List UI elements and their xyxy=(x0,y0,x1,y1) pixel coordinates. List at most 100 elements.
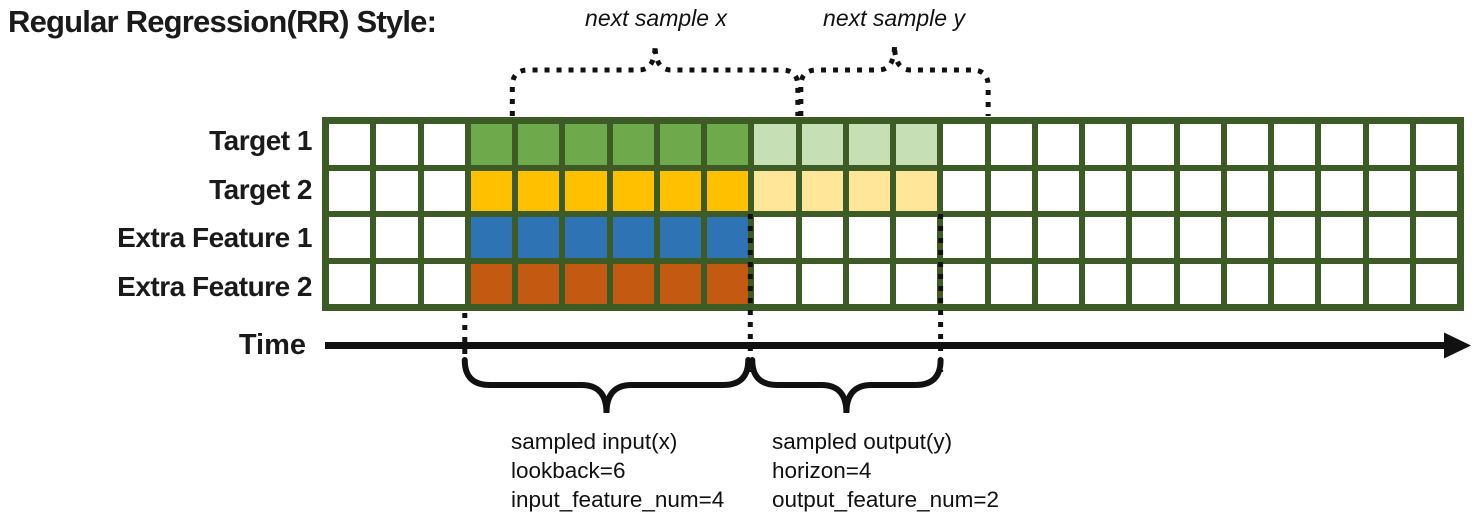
grid-cell xyxy=(565,124,607,165)
grid-cell xyxy=(1179,217,1221,258)
page-title: Regular Regression(RR) Style: xyxy=(8,4,437,39)
grid-cell xyxy=(754,217,796,258)
grid-cell xyxy=(518,124,560,165)
grid-cell xyxy=(848,124,890,165)
grid-cell xyxy=(423,124,465,165)
grid-cell xyxy=(1179,124,1221,165)
grid-cell xyxy=(612,263,654,304)
grid-cell xyxy=(1368,170,1410,211)
grid-cell xyxy=(943,263,985,304)
grid-cell xyxy=(1132,217,1174,258)
grid-cell xyxy=(896,124,938,165)
sampled-input-line1: sampled input(x) xyxy=(511,429,678,454)
grid-cell xyxy=(1321,124,1363,165)
grid-cell xyxy=(1132,124,1174,165)
grid-cell xyxy=(707,124,749,165)
grid-cell xyxy=(565,170,607,211)
grid-cell xyxy=(1037,263,1079,304)
grid-cell xyxy=(896,217,938,258)
grid-cell xyxy=(329,124,371,165)
grid-cell xyxy=(1368,263,1410,304)
grid-cell xyxy=(423,217,465,258)
next-sample-y-brace xyxy=(798,44,991,116)
grid-cell xyxy=(1415,263,1457,304)
sampled-input-brace xyxy=(461,357,752,414)
grid-cell xyxy=(1368,217,1410,258)
sampled-output-caption: sampled output(y) horizon=4 output_featu… xyxy=(772,427,999,514)
grid-cell xyxy=(848,217,890,258)
grid-cell xyxy=(376,263,418,304)
grid-cell xyxy=(470,217,512,258)
grid-cell xyxy=(518,170,560,211)
grid-cell xyxy=(612,170,654,211)
row-label-1: Target 1 xyxy=(209,125,312,157)
grid-cell xyxy=(565,263,607,304)
grid-cell xyxy=(1085,170,1127,211)
grid-cell xyxy=(1274,170,1316,211)
sampled-input-line2: lookback=6 xyxy=(511,458,626,483)
grid-cell xyxy=(801,263,843,304)
sampled-output-line2: horizon=4 xyxy=(772,458,872,483)
grid-cell xyxy=(659,217,701,258)
grid-cell xyxy=(329,170,371,211)
sampled-output-line3: output_feature_num=2 xyxy=(772,487,1000,512)
grid-cell xyxy=(1037,170,1079,211)
grid-cell xyxy=(943,124,985,165)
grid-cell xyxy=(376,124,418,165)
grid-cell xyxy=(1132,170,1174,211)
grid-cell xyxy=(376,170,418,211)
grid-cell xyxy=(1085,263,1127,304)
next-sample-x-brace xyxy=(509,44,801,116)
grid-cell xyxy=(1274,124,1316,165)
grid-cell xyxy=(754,170,796,211)
grid-cell xyxy=(423,170,465,211)
row-label-3: Extra Feature 1 xyxy=(117,222,312,254)
grid-cell xyxy=(801,217,843,258)
grid-cell xyxy=(1415,170,1457,211)
grid-cell xyxy=(1274,217,1316,258)
grid-cell xyxy=(1321,217,1363,258)
sampled-output-line1: sampled output(y) xyxy=(772,429,953,454)
grid-cell xyxy=(565,217,607,258)
grid-cell xyxy=(896,170,938,211)
grid-cell xyxy=(1415,217,1457,258)
grid-cell xyxy=(329,263,371,304)
sampled-output-brace xyxy=(749,357,944,414)
grid-cell xyxy=(1037,217,1079,258)
grid-cell xyxy=(1226,124,1268,165)
row-label-4: Extra Feature 2 xyxy=(117,270,312,302)
time-axis-label: Time xyxy=(238,329,306,361)
grid-cell xyxy=(990,170,1032,211)
grid-cell xyxy=(1179,263,1221,304)
grid-cell xyxy=(754,124,796,165)
grid-cell xyxy=(470,170,512,211)
grid-cell xyxy=(659,263,701,304)
row-label-2: Target 2 xyxy=(209,173,312,205)
grid-cell xyxy=(1274,263,1316,304)
grid-cell xyxy=(1321,170,1363,211)
grid-cell xyxy=(990,124,1032,165)
grid-cell xyxy=(943,170,985,211)
grid-cell xyxy=(470,124,512,165)
grid-cell xyxy=(707,217,749,258)
sampled-input-line3: input_feature_num=4 xyxy=(511,487,725,512)
grid-cell xyxy=(1132,263,1174,304)
grid-cell xyxy=(1179,170,1221,211)
grid-cell xyxy=(990,217,1032,258)
grid-cell xyxy=(1226,170,1268,211)
grid-cell xyxy=(943,217,985,258)
grid-cell xyxy=(1037,124,1079,165)
grid-cell xyxy=(990,263,1032,304)
grid-cell xyxy=(518,263,560,304)
grid-cell xyxy=(1226,263,1268,304)
grid-cell xyxy=(1415,124,1457,165)
sampled-input-caption: sampled input(x) lookback=6 input_featur… xyxy=(511,427,724,514)
grid-cell xyxy=(1226,217,1268,258)
grid-cell xyxy=(848,170,890,211)
row-labels: Target 1 Target 2 Extra Feature 1 Extra Fea… xyxy=(0,117,312,311)
grid-cell xyxy=(1321,263,1363,304)
grid-cell xyxy=(612,217,654,258)
grid-cell xyxy=(1085,124,1127,165)
grid-cell xyxy=(423,263,465,304)
